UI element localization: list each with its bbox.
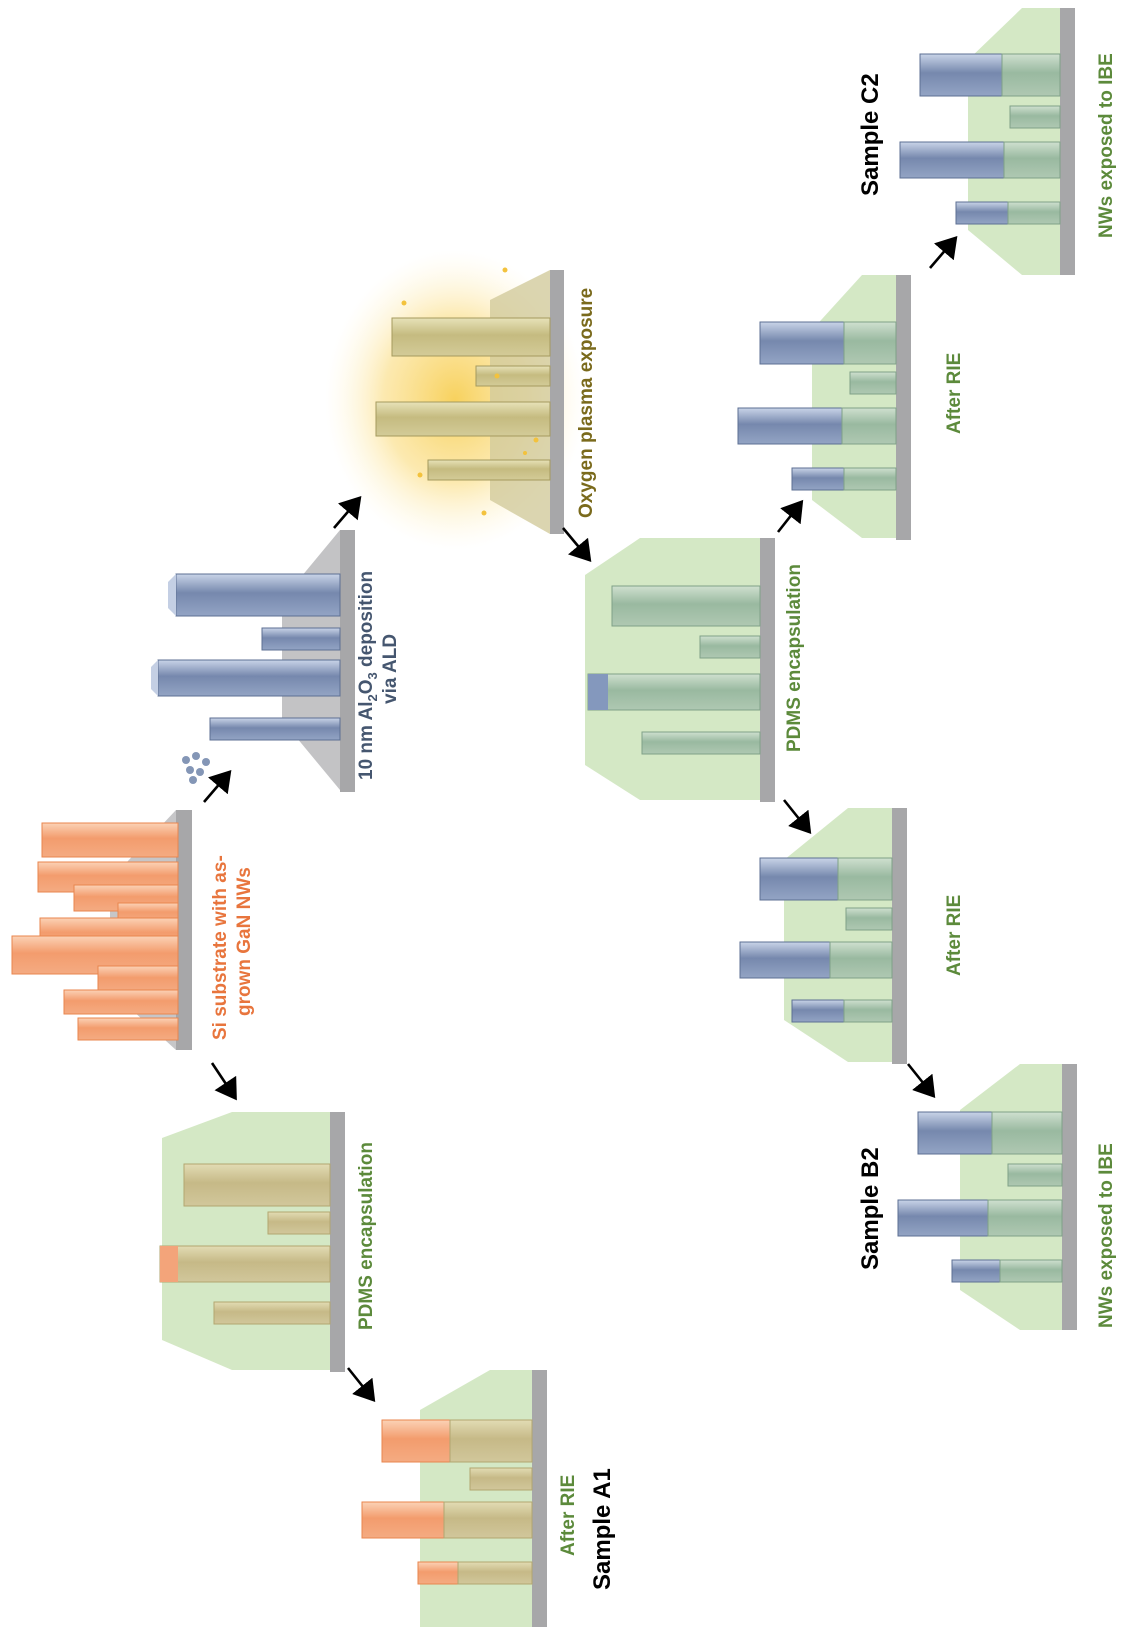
- arrow-to-a1: [346, 1367, 376, 1403]
- label-after-rie-a1: After RIE: [558, 1475, 579, 1556]
- arrow-to-rie-c: [776, 499, 804, 533]
- label-sample-a1: Sample A1: [589, 1468, 616, 1590]
- label-after-rie-b: After RIE: [944, 895, 965, 976]
- stage-as-grown: [11, 810, 192, 1050]
- labels: Si substrate with as- grown GaN NWs 10 n…: [210, 53, 1117, 1590]
- pdms-center-nanowires: [587, 585, 761, 755]
- pdms-center-block: [585, 538, 760, 800]
- stage-oxygen-plasma: [325, 250, 585, 550]
- stage-sample-c2: [899, 8, 1075, 275]
- substrate-top: [176, 810, 192, 1050]
- ald-substrate-top: [340, 530, 355, 792]
- pdms-left-substrate: [330, 1112, 345, 1372]
- rie-b-substrate: [892, 808, 907, 1064]
- b2-pdms: [960, 1064, 1062, 1330]
- alumina-coated-nanowires: [151, 573, 341, 741]
- label-ibe-c2: NWs exposed to IBE: [1096, 53, 1117, 238]
- a1-pdms: [420, 1370, 532, 1627]
- arrow-to-rie-b: [782, 799, 812, 835]
- label-after-rie-c: After RIE: [944, 353, 965, 434]
- stage-after-rie-b: [739, 808, 907, 1064]
- label-ibe-b2: NWs exposed to IBE: [1096, 1143, 1117, 1328]
- plasma-sparkles: [401, 267, 539, 516]
- label-ald-line2: via ALD: [380, 634, 401, 704]
- c2-substrate: [1060, 8, 1075, 275]
- a1-nanowires: [361, 1419, 533, 1585]
- label-ald-line1: 10 nm Al2O3 deposition: [356, 571, 380, 780]
- arrow-to-c2: [929, 236, 958, 269]
- rie-b-pdms: [784, 808, 892, 1062]
- stage-pdms-center: [585, 538, 775, 802]
- pdms-block: [162, 1112, 330, 1370]
- b2-nanowires: [897, 1111, 1063, 1283]
- rie-c-nanowires: [737, 321, 897, 491]
- arrow-to-pdms-left: [210, 1062, 237, 1101]
- oxidized-nanowires: [375, 317, 551, 481]
- arrow-to-ald: [203, 770, 232, 803]
- rie-b-nanowires: [739, 857, 893, 1023]
- stage-sample-a1: [361, 1370, 547, 1627]
- arrow-to-pdms-center: [562, 527, 592, 562]
- pdms-left-nanowires: [159, 1163, 331, 1325]
- arrow-to-b2: [906, 1063, 936, 1099]
- stage-pdms-left: [159, 1112, 345, 1372]
- rie-c-pdms: [812, 275, 896, 538]
- plasma-substrate-top: [550, 270, 564, 534]
- label-sample-b2: Sample B2: [857, 1147, 884, 1270]
- b2-substrate: [1062, 1064, 1077, 1330]
- label-sample-c2: Sample C2: [857, 73, 884, 196]
- stage-after-rie-c: [737, 275, 911, 540]
- rie-c-substrate: [896, 275, 911, 540]
- stage-sample-b2: [897, 1064, 1077, 1330]
- stage-ald: [151, 530, 355, 792]
- pdms-center-substrate: [760, 538, 775, 802]
- c2-nanowires: [899, 53, 1061, 225]
- label-pdms-left: PDMS encapsulation: [356, 1142, 377, 1330]
- gan-nanowires: [11, 822, 179, 1041]
- arrow-to-plasma: [333, 496, 362, 529]
- label-oxygen-plasma: Oxygen plasma exposure: [576, 288, 597, 518]
- label-si-substrate-2: grown GaN NWs: [234, 867, 255, 1016]
- ald-precursor-dots: [182, 752, 210, 784]
- label-si-substrate-1: Si substrate with as-: [210, 855, 231, 1040]
- process-arrows: [203, 236, 958, 1403]
- label-pdms-center: PDMS encapsulation: [784, 564, 805, 752]
- a1-substrate: [532, 1370, 547, 1627]
